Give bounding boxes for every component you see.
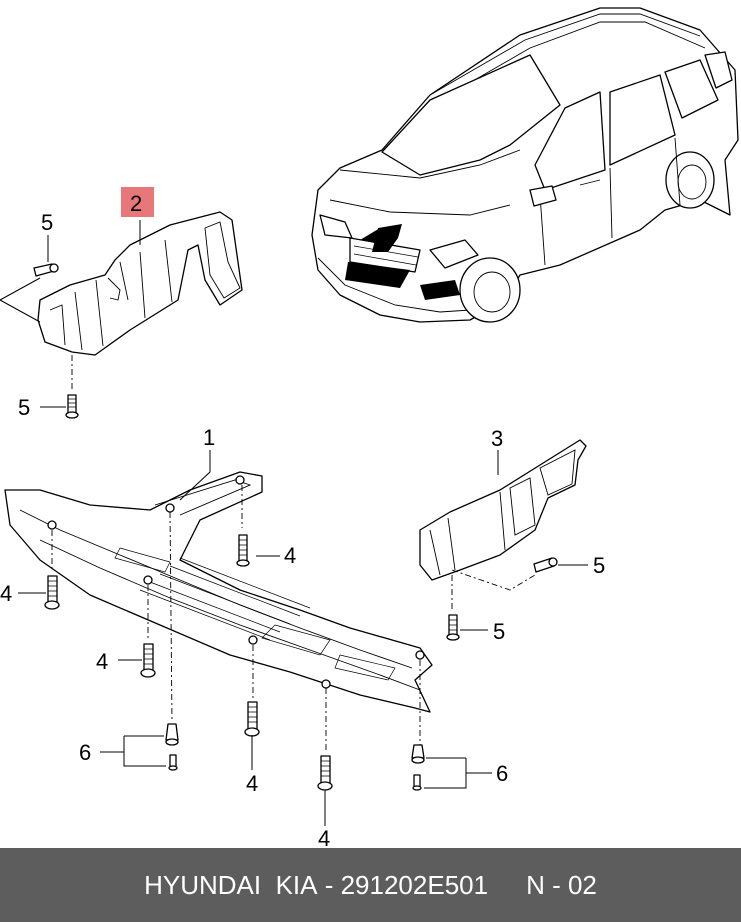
part-4-bolt-a[interactable] xyxy=(236,534,250,567)
callout-5: 5 xyxy=(41,210,53,235)
part-6-clip-right[interactable] xyxy=(411,744,425,791)
part-4-bolt-d[interactable] xyxy=(244,701,260,737)
callout-4: 4 xyxy=(96,649,108,674)
part-4-bolt-c[interactable] xyxy=(140,643,156,678)
callout-5: 5 xyxy=(493,619,505,644)
callout-5: 5 xyxy=(18,395,30,420)
callout-4: 4 xyxy=(318,826,330,848)
part-6-clip-left[interactable] xyxy=(165,723,179,771)
footer-separator: - xyxy=(317,869,341,900)
footer-brand: HYUNDAI KIA xyxy=(144,869,318,900)
callout-3: 3 xyxy=(491,426,503,451)
callout-2-highlight xyxy=(121,187,154,217)
part-5-bolt-lower[interactable] xyxy=(65,394,79,419)
part-2-side-cover[interactable] xyxy=(37,211,243,356)
part-5-bolt-right-upper[interactable] xyxy=(533,557,558,573)
parts-diagram: 2 1 3 5 5 5 5 4 4 4 4 4 6 6 xyxy=(0,7,739,848)
part-3-side-cover[interactable] xyxy=(419,439,587,581)
callout-5: 5 xyxy=(593,553,605,578)
callout-6: 6 xyxy=(79,740,91,765)
footer-part-number: 291202E501 xyxy=(340,869,489,900)
callout-4: 4 xyxy=(0,581,12,606)
part-4-bolt-e[interactable] xyxy=(317,755,333,791)
footer-page-code: N - 02 xyxy=(526,869,597,900)
callout-4: 4 xyxy=(284,543,296,568)
footer-bar: HYUNDAI KIA - 291202E501 N - 02 xyxy=(0,848,741,922)
callout-6: 6 xyxy=(496,761,508,786)
callout-2: 2 xyxy=(130,191,142,216)
part-5-bolt-right-lower[interactable] xyxy=(446,614,460,641)
part-4-bolt-b[interactable] xyxy=(44,575,60,610)
callout-4: 4 xyxy=(246,771,258,796)
part-5-bolt-upper[interactable] xyxy=(33,263,59,277)
vehicle-illustration xyxy=(311,7,739,323)
part-1-under-cover[interactable] xyxy=(4,471,433,713)
callout-1: 1 xyxy=(203,425,215,450)
